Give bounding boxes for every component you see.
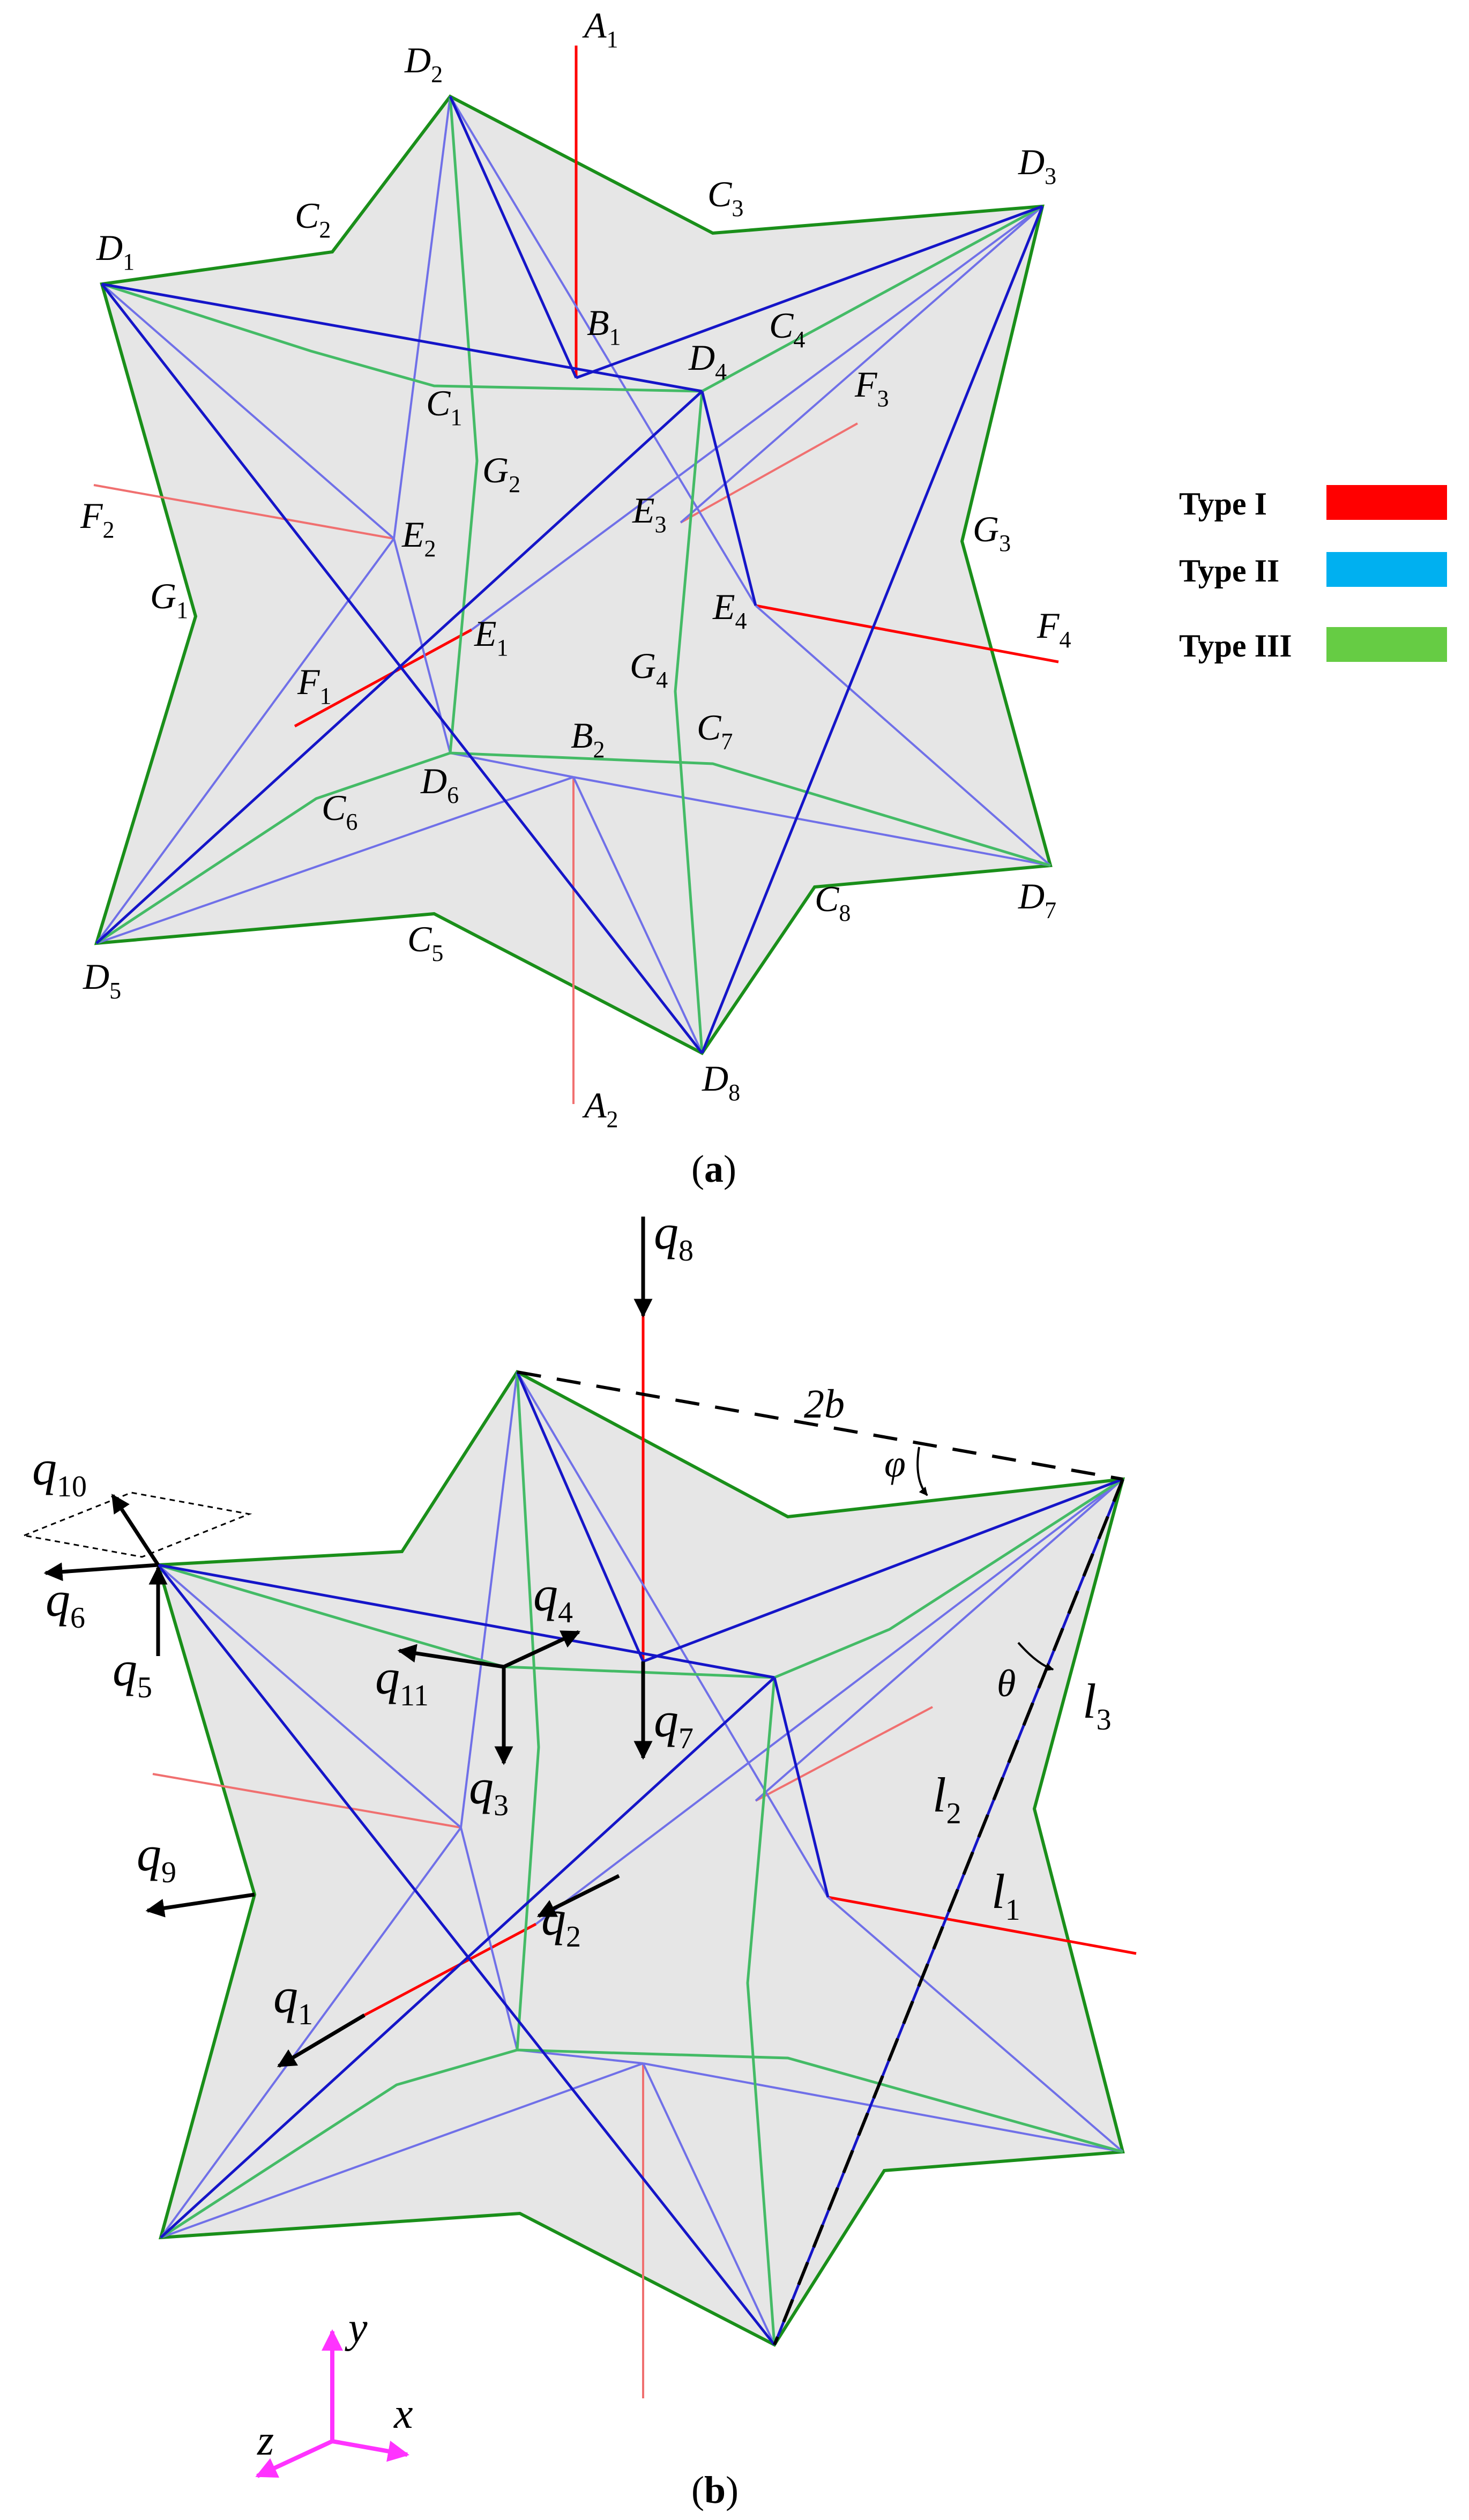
label-D1: D1 — [96, 227, 135, 275]
label-theta: θ — [997, 1662, 1016, 1705]
q6-arrow — [43, 1562, 159, 1582]
legend-label-type-1: Type I — [1179, 486, 1267, 521]
label-E2: E2 — [401, 514, 436, 562]
label-G4: G4 — [630, 645, 668, 693]
axis-y-label: y — [345, 2305, 368, 2352]
label-C7: C7 — [697, 707, 733, 755]
legend-label-type-3: Type III — [1179, 628, 1292, 663]
label-q9: q9 — [137, 1826, 176, 1889]
label-q5: q5 — [113, 1642, 152, 1704]
label-F4: F4 — [1036, 605, 1071, 653]
label-F2: F2 — [80, 495, 115, 543]
label-q4: q4 — [533, 1567, 573, 1629]
label-E4: E4 — [712, 586, 747, 634]
panel-a-dark-blue-creases — [95, 95, 1044, 1054]
legend: Type I Type II Type III — [1179, 485, 1447, 663]
label-q7: q7 — [654, 1693, 694, 1755]
label-C8: C8 — [815, 878, 851, 926]
label-q2: q2 — [541, 1891, 581, 1954]
panel-a-diagram: D1 D2 D3 D4 D5 D6 D7 D8 A1 A2 B1 B2 C1 C… — [80, 5, 1071, 1190]
label-q10: q10 — [32, 1441, 87, 1503]
label-C6: C6 — [322, 787, 357, 835]
label-phi: φ — [884, 1442, 906, 1485]
label-D6: D6 — [420, 761, 459, 808]
q4-arrow — [503, 1630, 581, 1669]
label-D4: D4 — [688, 337, 727, 385]
force-arrows — [43, 1217, 653, 2068]
label-D3: D3 — [1018, 141, 1056, 189]
label-C4: C4 — [769, 305, 805, 353]
panel-b-light-blue-creases — [157, 1371, 1124, 2345]
axis-x-label: x — [393, 2390, 413, 2437]
axis-x-arrow — [332, 2439, 409, 2462]
legend-label-type-2: Type II — [1179, 553, 1279, 588]
label-G3: G3 — [973, 509, 1011, 556]
axis-z-arrow — [255, 2439, 333, 2478]
label-A1: A1 — [582, 5, 618, 53]
label-C3: C3 — [707, 174, 743, 221]
label-q8: q8 — [654, 1205, 694, 1268]
label-q6: q6 — [46, 1572, 85, 1635]
label-C5: C5 — [407, 919, 443, 966]
q2-arrow — [536, 1874, 620, 1918]
q10-arrow — [111, 1494, 160, 1566]
label-A2: A2 — [582, 1085, 618, 1132]
label-E3: E3 — [632, 490, 667, 538]
legend-swatch-type-3 — [1326, 627, 1447, 662]
label-D5: D5 — [83, 956, 121, 1004]
label-l3: l3 — [1083, 1674, 1112, 1736]
coordinate-axes: x y z — [255, 2305, 413, 2478]
panel-a-light-red-creases — [93, 422, 858, 1104]
label-C1: C1 — [426, 383, 462, 430]
theta-angle-arc — [1017, 1642, 1054, 1672]
label-l2: l2 — [933, 1768, 961, 1830]
panel-b-caption: (b) — [691, 2469, 739, 2511]
axis-z-label: z — [257, 2417, 274, 2464]
label-D8: D8 — [702, 1058, 740, 1106]
label-q3: q3 — [469, 1759, 509, 1822]
panel-b-light-red-creases — [152, 1706, 933, 2398]
legend-swatch-type-2 — [1326, 552, 1447, 587]
label-D7: D7 — [1018, 876, 1056, 923]
label-E1: E1 — [474, 613, 509, 661]
legend-swatch-type-1 — [1326, 485, 1447, 520]
label-2b: 2b — [804, 1382, 845, 1427]
label-G1: G1 — [150, 576, 188, 623]
q11-arrow — [397, 1644, 504, 1669]
panel-b-surface — [156, 1370, 1125, 2347]
label-F3: F3 — [854, 364, 889, 412]
phi-angle-arc — [916, 1447, 928, 1496]
label-G2: G2 — [482, 450, 520, 497]
label-l1: l1 — [991, 1864, 1020, 1927]
panel-b-dark-blue-creases — [157, 1371, 1124, 2346]
label-C2: C2 — [295, 195, 331, 243]
panel-a-green-creases — [95, 96, 1051, 1054]
panel-b-diagram: q1 q2 q3 q4 q5 q6 q7 q8 q9 q10 q11 l1 l2… — [21, 1205, 1137, 2511]
panel-a-caption: (a) — [691, 1147, 736, 1190]
panel-b-green-creases — [158, 1371, 1124, 2345]
q9-arrow — [145, 1892, 255, 1918]
panel-a-red-creases — [294, 46, 1059, 728]
panel-b-red-creases — [363, 1316, 1137, 2017]
label-q1: q1 — [273, 1969, 313, 2031]
label-F1: F1 — [297, 661, 332, 709]
label-q11: q11 — [375, 1650, 429, 1712]
label-B1: B1 — [587, 302, 621, 350]
q10-dashed-plane — [21, 1492, 252, 1558]
label-B2: B2 — [571, 715, 605, 763]
q1-arrow — [277, 2013, 366, 2068]
label-D2: D2 — [404, 40, 443, 87]
panel-b-dimension-lines — [517, 1370, 1124, 2346]
